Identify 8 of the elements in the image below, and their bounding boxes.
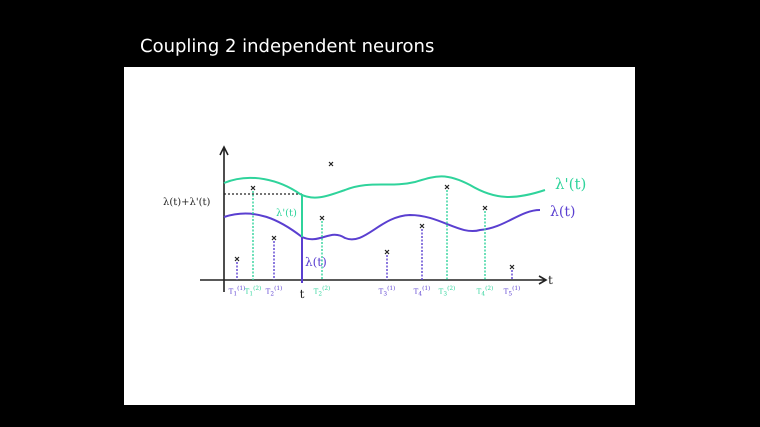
axis-value-label: λ(t)+λ'(t) bbox=[163, 198, 210, 208]
segment-label: λ(t) bbox=[305, 256, 327, 268]
curve-label: λ(t) bbox=[550, 205, 576, 219]
axis-label: t bbox=[548, 274, 553, 286]
curve-label: λ'(t) bbox=[555, 177, 586, 192]
tick-label: t bbox=[300, 288, 304, 300]
segment-label: λ'(t) bbox=[276, 209, 297, 219]
slide-title: Coupling 2 independent neurons bbox=[140, 36, 434, 57]
